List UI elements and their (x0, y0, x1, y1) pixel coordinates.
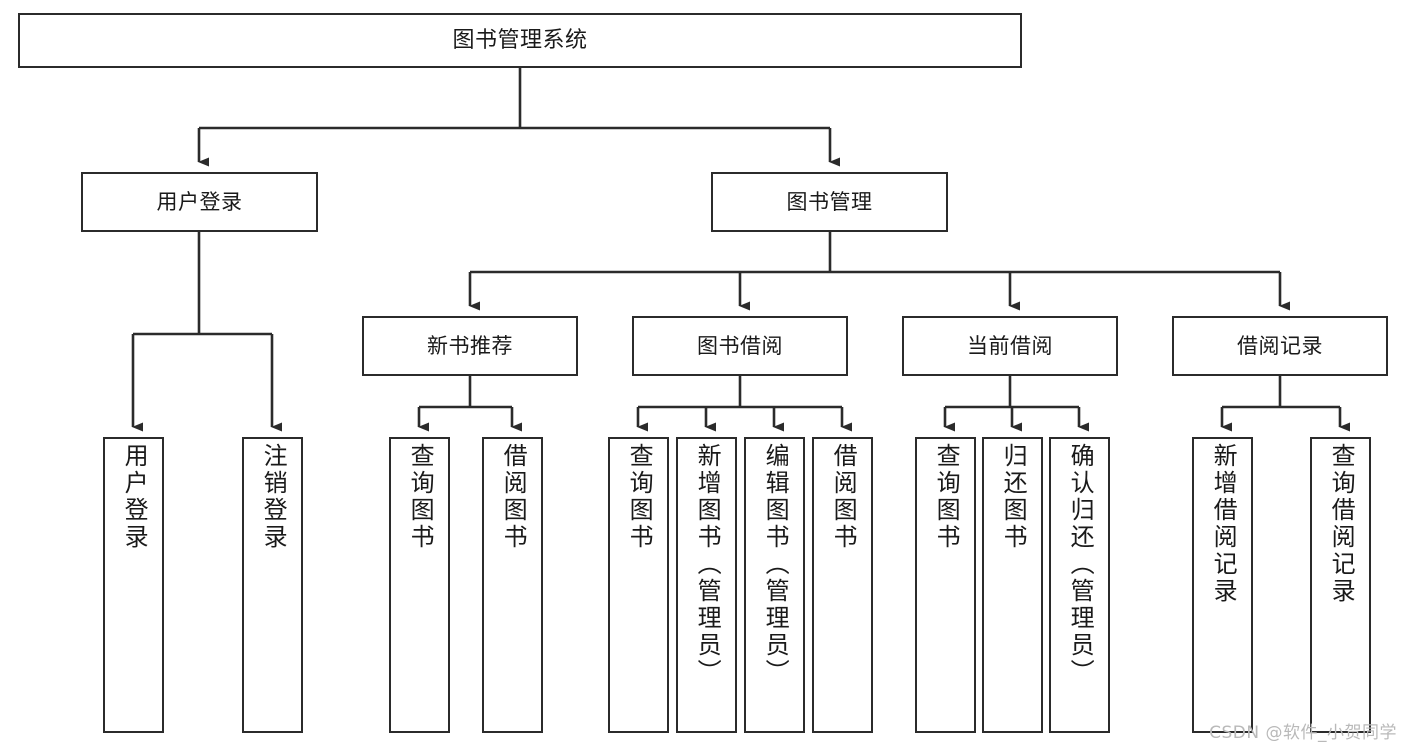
leaf-new-book-borrow[interactable]: 借阅图书 (482, 437, 543, 733)
leaf-new-book-query[interactable]: 查询图书 (389, 437, 450, 733)
leaf-borrow-query-book[interactable]: 查询图书 (608, 437, 669, 733)
node-label: 查询图书 (625, 443, 654, 551)
node-current-borrow[interactable]: 当前借阅 (902, 316, 1118, 376)
node-root-system[interactable]: 图书管理系统 (18, 13, 1022, 68)
node-label: 图书借阅 (697, 333, 783, 358)
node-label: 借阅图书 (499, 443, 528, 551)
node-label: 当前借阅 (967, 333, 1053, 358)
node-label: 新书推荐 (427, 333, 513, 358)
node-label: 新增图书（管理员） (693, 443, 722, 686)
node-label: 借阅记录 (1237, 333, 1323, 358)
leaf-current-confirm-return-admin[interactable]: 确认归还（管理员） (1049, 437, 1110, 733)
node-new-book-recommend[interactable]: 新书推荐 (362, 316, 578, 376)
leaf-user-login[interactable]: 用户登录 (103, 437, 164, 733)
leaf-borrow-borrow-book[interactable]: 借阅图书 (812, 437, 873, 733)
node-label: 查询借阅记录 (1327, 443, 1356, 605)
node-label: 新增借阅记录 (1209, 443, 1238, 605)
node-label: 查询图书 (932, 443, 961, 551)
leaf-logout[interactable]: 注销登录 (242, 437, 303, 733)
leaf-current-return-book[interactable]: 归还图书 (982, 437, 1043, 733)
node-label: 注销登录 (259, 443, 288, 551)
leaf-borrow-edit-book-admin[interactable]: 编辑图书（管理员） (744, 437, 805, 733)
node-borrow-records[interactable]: 借阅记录 (1172, 316, 1388, 376)
node-label: 借阅图书 (829, 443, 858, 551)
node-label: 图书管理系统 (452, 27, 588, 53)
node-label: 图书管理 (786, 189, 873, 214)
leaf-records-query-record[interactable]: 查询借阅记录 (1310, 437, 1371, 733)
node-label: 归还图书 (999, 443, 1028, 551)
leaf-borrow-add-book-admin[interactable]: 新增图书（管理员） (676, 437, 737, 733)
leaf-current-query-book[interactable]: 查询图书 (915, 437, 976, 733)
node-label: 查询图书 (406, 443, 435, 551)
leaf-records-add-record[interactable]: 新增借阅记录 (1192, 437, 1253, 733)
node-label: 编辑图书（管理员） (761, 443, 790, 686)
csdn-watermark: CSDN @软件_小贺同学 (1209, 723, 1397, 743)
node-book-borrow[interactable]: 图书借阅 (632, 316, 848, 376)
node-label: 确认归还（管理员） (1066, 443, 1095, 686)
node-book-management[interactable]: 图书管理 (711, 172, 948, 232)
node-label: 用户登录 (120, 443, 149, 551)
node-label: 用户登录 (156, 189, 243, 214)
node-user-login[interactable]: 用户登录 (81, 172, 318, 232)
